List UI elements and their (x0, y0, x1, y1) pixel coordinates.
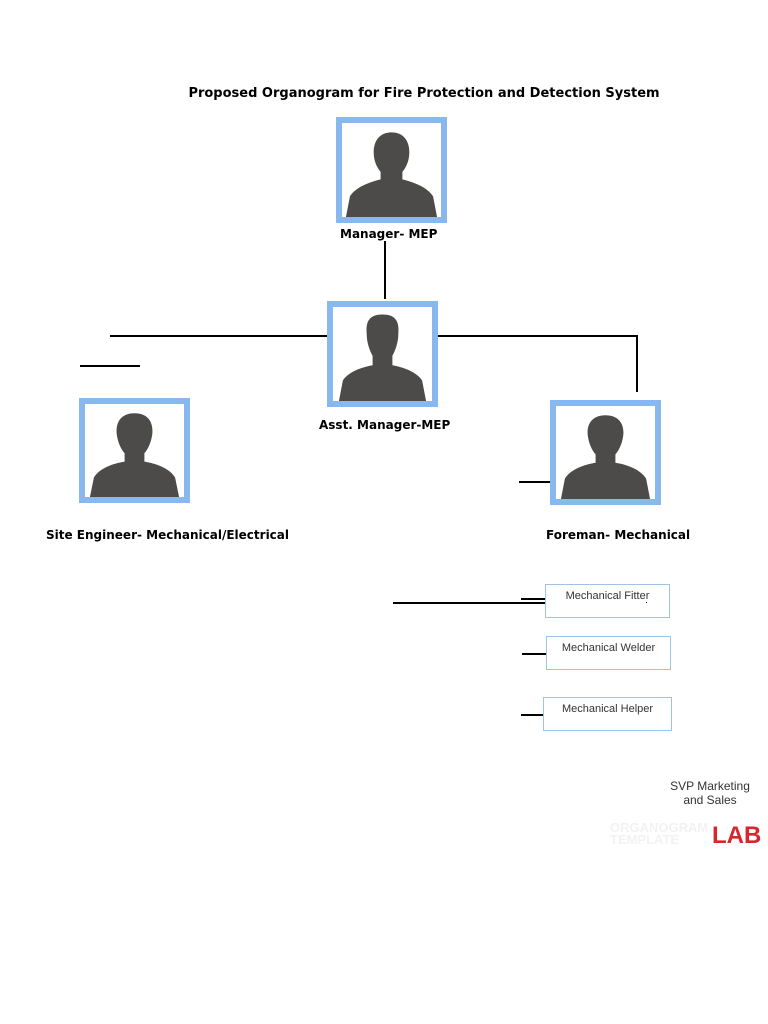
asst-manager-photo-frame (327, 301, 438, 407)
logo-lab: LAB (712, 822, 762, 849)
worker-box-welder: Mechanical Welder (546, 636, 671, 670)
person-silhouette-icon (338, 314, 427, 401)
logo-ghost-text: ORGANOGRAM TEMPLATE (610, 820, 709, 847)
connector-line (384, 241, 386, 299)
person-silhouette-icon (560, 415, 651, 499)
manager-label: Manager- MEP (340, 227, 438, 241)
site-engineer-photo-frame (79, 398, 190, 503)
svp-line-2: and Sales (683, 793, 737, 807)
worker-label: Mechanical Helper (561, 703, 654, 715)
person-silhouette-icon (89, 413, 180, 497)
worker-box-helper: Mechanical Helper (543, 697, 672, 731)
svp-line-1: SVP Marketing (670, 779, 750, 793)
connector-line (438, 335, 638, 337)
manager-photo-frame (336, 117, 447, 223)
worker-label: Mechanical Fitter (565, 590, 650, 602)
connector-line (393, 602, 647, 604)
foreman-photo-frame (550, 400, 661, 505)
connector-line (519, 481, 550, 483)
person-silhouette-icon (345, 132, 438, 217)
connector-line (522, 653, 547, 655)
connector-line (521, 714, 548, 716)
chart-title: Proposed Organogram for Fire Protection … (188, 86, 660, 101)
connector-line (646, 602, 647, 603)
connector-line (110, 335, 327, 337)
svp-caption: SVP Marketing and Sales (660, 779, 760, 807)
connector-line (521, 598, 546, 600)
worker-label: Mechanical Welder (561, 642, 656, 654)
asst-manager-label: Asst. Manager-MEP (319, 418, 451, 432)
site-engineer-label: Site Engineer- Mechanical/Electrical (46, 528, 289, 542)
connector-line (636, 335, 638, 392)
connector-line (80, 365, 140, 367)
worker-box-fitter: Mechanical Fitter (545, 584, 670, 618)
foreman-label: Foreman- Mechanical (546, 528, 691, 542)
